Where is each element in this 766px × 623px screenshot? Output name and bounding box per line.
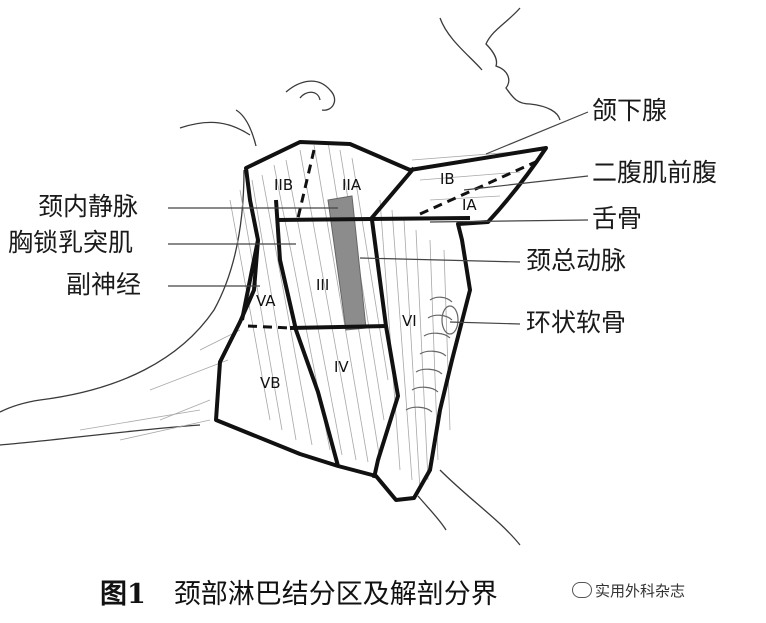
- figure-number: 图1: [100, 579, 146, 610]
- label-hyoid: 舌骨: [592, 204, 643, 233]
- label-cricoid: 环状软骨: [526, 308, 627, 337]
- figure-caption-text: 颈部淋巴结分区及解剖分界: [173, 579, 498, 610]
- level-labels: IIB IIA IB IA III VA VI IV VB: [256, 170, 477, 392]
- wechat-icon: [572, 582, 592, 598]
- body-outline: [0, 169, 521, 546]
- label-accessory-nerve: 副神经: [66, 270, 142, 299]
- level-boundaries: [214, 140, 548, 502]
- level-VA: VA: [256, 292, 276, 310]
- level-VB: VB: [260, 374, 281, 392]
- label-common-carotid: 颈总动脉: [526, 246, 627, 275]
- figure-caption: 图1 颈部淋巴结分区及解剖分界: [100, 572, 498, 611]
- trachea-rings: [405, 296, 459, 413]
- watermark-text: 实用外科杂志: [595, 582, 686, 600]
- level-IV: IV: [334, 358, 349, 376]
- leader-lines: [168, 111, 589, 325]
- label-internal-jugular-vein: 颈内静脉: [38, 192, 139, 221]
- watermark: 实用外科杂志: [572, 580, 685, 601]
- label-submandibular-gland: 颌下腺: [592, 96, 668, 125]
- level-VI: VI: [402, 312, 417, 330]
- head-outline: [179, 7, 561, 147]
- level-IIB: IIB: [274, 176, 293, 194]
- level-IB: IB: [440, 170, 455, 188]
- level-IIA: IIA: [342, 176, 362, 194]
- level-IA: IA: [462, 196, 477, 214]
- dashed-boundaries: [247, 149, 541, 330]
- muscle-texture: [79, 141, 541, 491]
- label-anterior-digastric: 二腹肌前腹: [592, 158, 718, 187]
- level-III: III: [316, 276, 329, 294]
- label-sternocleidomastoid: 胸锁乳突肌: [8, 228, 134, 257]
